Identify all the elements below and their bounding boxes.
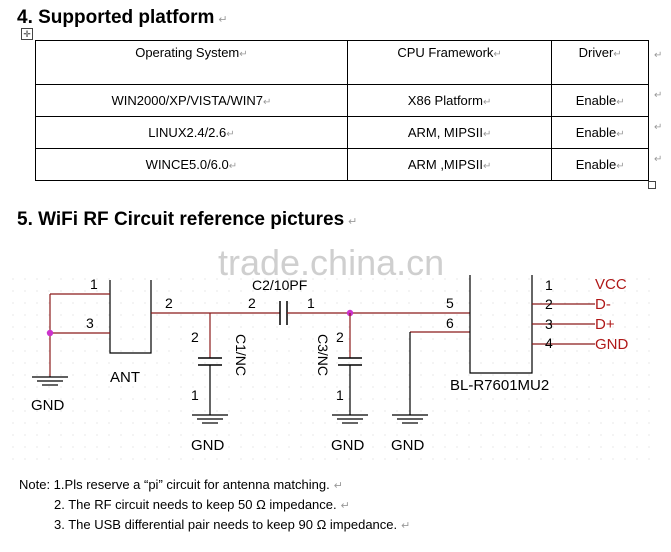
capacitor-c3 [332, 313, 368, 424]
antenna-symbol [49, 280, 280, 376]
table-move-handle[interactable]: ✛ [21, 28, 33, 40]
pin6-ground-wire [392, 331, 470, 424]
table-cell: ARM, MIPSII↵ [346, 116, 553, 149]
c1-pin-2: 2 [191, 329, 199, 345]
module-symbol [469, 275, 595, 374]
module-pin-5: 5 [446, 295, 454, 311]
ground-label: GND [391, 437, 425, 454]
header-cell-cpu: CPU Framework↵ [346, 40, 553, 85]
capacitor-c2 [279, 301, 470, 325]
ant-pin-3: 3 [86, 315, 94, 331]
c3-pin-2: 2 [336, 329, 344, 345]
module-pin-1: 1 [545, 277, 553, 293]
section-4-title: 4. Supported platform↵ [17, 7, 228, 28]
table-cell: Enable↵ [551, 148, 649, 181]
module-pin-4: 4 [545, 335, 553, 351]
signal-vcc: VCC [595, 276, 627, 293]
table-cell: Enable↵ [551, 84, 649, 117]
rf-circuit-schematic: 1 2 3 ANT GND 2 1 C1/NC GND C2/10PF 2 1 [10, 270, 660, 470]
row-end-mark: ↵ [654, 90, 663, 101]
table-cell: WINCE5.0/6.0↵ [35, 148, 348, 181]
paragraph-mark: ↵ [348, 216, 358, 228]
capacitor-c1 [192, 313, 228, 424]
ground-symbol [32, 376, 68, 386]
table-header-row: Operating System↵ CPU Framework↵ Driver↵ [35, 40, 649, 85]
junction-dot [46, 329, 54, 337]
module-pin-3: 3 [545, 316, 553, 332]
signal-d-minus: D- [595, 296, 611, 313]
table-cell: ARM ,MIPSII↵ [346, 148, 553, 181]
ground-label: GND [191, 437, 225, 454]
c3-label: C3/NC [315, 334, 331, 376]
ant-pin-2: 2 [165, 295, 173, 311]
schematic-grid [10, 270, 660, 470]
paragraph-mark: ↵ [218, 14, 228, 26]
table-row: LINUX2.4/2.6↵ ARM, MIPSII↵ Enable↵ [35, 116, 649, 149]
signal-d-plus: D+ [595, 316, 615, 333]
table-row: WINCE5.0/6.0↵ ARM ,MIPSII↵ Enable↵ [35, 148, 649, 181]
row-end-mark: ↵ [654, 154, 663, 165]
module-pin-2: 2 [545, 296, 553, 312]
platform-table: Operating System↵ CPU Framework↵ Driver↵… [35, 40, 649, 181]
table-cell: X86 Platform↵ [346, 84, 553, 117]
note-line: 2. The RF circuit needs to keep 50 Ω imp… [54, 497, 350, 512]
note-line: Note: 1.Pls reserve a “pi” circuit for a… [19, 477, 343, 492]
module-label: BL-R7601MU2 [450, 377, 549, 394]
header-cell-os: Operating System↵ [35, 40, 348, 85]
ant-pin-1: 1 [90, 276, 98, 292]
table-resize-handle[interactable] [648, 181, 656, 189]
row-end-mark: ↵ [654, 122, 663, 133]
ground-label: GND [31, 397, 65, 414]
table-cell: LINUX2.4/2.6↵ [35, 116, 348, 149]
c3-pin-1: 1 [336, 387, 344, 403]
c2-label: C2/10PF [252, 277, 307, 293]
ground-label: GND [331, 437, 365, 454]
signal-gnd: GND [595, 336, 629, 353]
module-pin-6: 6 [446, 315, 454, 331]
watermark: trade.china.cn [218, 242, 445, 283]
header-cell-driver: Driver↵ [551, 40, 649, 85]
table-cell: Enable↵ [551, 116, 649, 149]
c1-label: C1/NC [233, 334, 249, 376]
c2-pin-2: 2 [248, 295, 256, 311]
table-row: WIN2000/XP/VISTA/WIN7↵ X86 Platform↵ Ena… [35, 84, 649, 117]
c2-pin-1: 1 [307, 295, 315, 311]
ant-label: ANT [110, 369, 140, 386]
note-line: 3. The USB differential pair needs to ke… [54, 517, 411, 532]
section-5-title: 5. WiFi RF Circuit reference pictures↵ [17, 209, 358, 230]
row-end-mark: ↵ [654, 50, 663, 61]
table-cell: WIN2000/XP/VISTA/WIN7↵ [35, 84, 348, 117]
c1-pin-1: 1 [191, 387, 199, 403]
